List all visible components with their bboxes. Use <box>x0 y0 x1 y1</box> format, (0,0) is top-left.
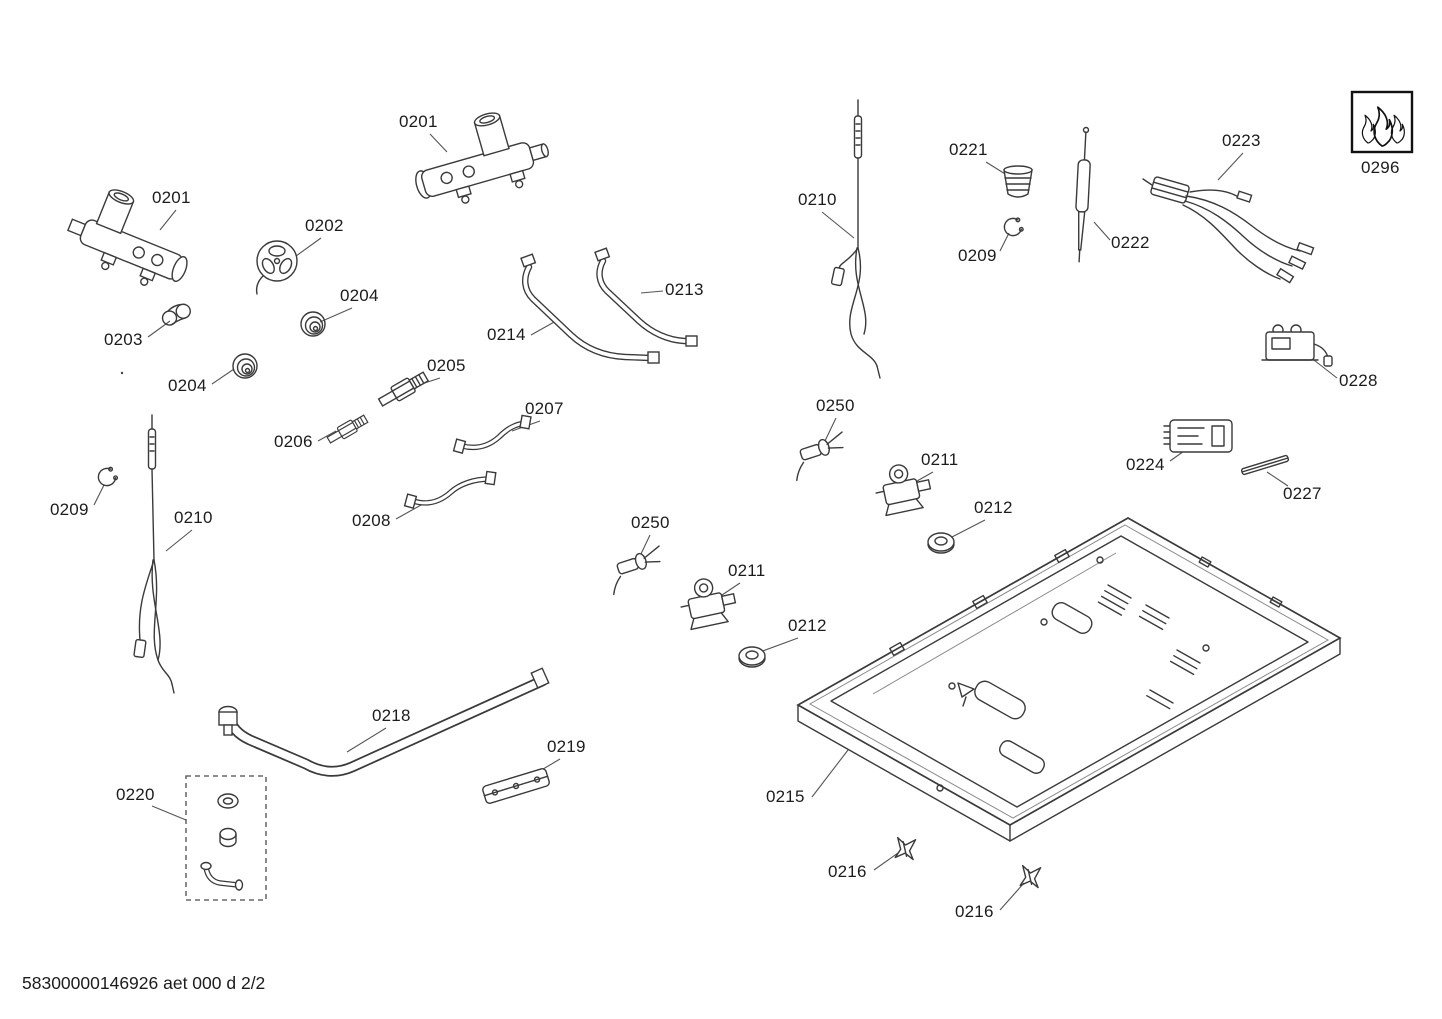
part-label-valve-right: 0211 <box>921 450 959 469</box>
part-label-circlip-right: 0209 <box>958 246 997 265</box>
grommet-right-art <box>927 532 955 554</box>
supply-pipe-art <box>218 667 550 777</box>
valve-left-art <box>675 572 740 632</box>
part-label-circlip-left: 0209 <box>50 500 89 519</box>
part-label-base-tray: 0215 <box>766 787 805 806</box>
part-label-ignition-candle: 0222 <box>1111 233 1150 252</box>
fixing-clip-left-art <box>893 835 918 862</box>
part-label-spring-lower: 0204 <box>168 376 207 395</box>
part-label-fixing-clip-right: 0216 <box>955 902 994 921</box>
part-label-bracket: 0219 <box>547 737 586 756</box>
part-label-supply-pipe: 0218 <box>372 706 411 725</box>
document-number: 58300000146926 aet 000 d 2/2 <box>22 973 266 993</box>
part-label-retaining-clip: 0203 <box>104 330 143 349</box>
part-label-grommet-right: 0212 <box>974 498 1013 517</box>
part-label-gas-tap-manifold-left: 0201 <box>152 188 191 207</box>
part-label-cap: 0221 <box>949 140 988 159</box>
pipe-0214-art <box>520 253 660 364</box>
thermocouple-right-art <box>830 99 881 379</box>
flame-icon <box>1350 90 1414 154</box>
electrode-left-art <box>603 545 670 596</box>
spring-upper-art <box>300 311 326 337</box>
part-label-gas-pipe-right: 0213 <box>665 280 704 299</box>
fixing-clip-right-art <box>1018 863 1043 890</box>
part-label-gas-tap-manifold-top: 0201 <box>399 112 438 131</box>
part-label-strip: 0227 <box>1283 484 1322 503</box>
circlip-right-art <box>1001 215 1025 239</box>
pipe-0208-art <box>403 470 497 509</box>
pipe-0207-art <box>452 414 532 454</box>
part-label-thermocouple-right: 0210 <box>798 190 837 209</box>
part-label-flame-symbol: 0296 <box>1361 158 1400 177</box>
transformer-art <box>1261 324 1333 367</box>
part-label-spring-upper: 0204 <box>340 286 379 305</box>
part-label-control-module: 0224 <box>1126 455 1165 474</box>
circlip-left-art <box>94 464 120 490</box>
ignition-candle-art <box>1075 126 1091 263</box>
part-label-thermocouple-left: 0210 <box>174 508 213 527</box>
clip-0203-art <box>161 303 191 326</box>
bracket-art <box>482 768 550 804</box>
spring-lower-art <box>232 353 258 379</box>
base-tray-art <box>796 517 1342 842</box>
burner-head-art <box>255 240 298 295</box>
part-label-connection-pipe-lower: 0208 <box>352 511 391 530</box>
part-label-nozzle-large: 0205 <box>427 356 466 375</box>
cable-harness-art <box>1142 176 1315 284</box>
part-label-gas-pipe-left: 0214 <box>487 325 526 344</box>
part-label-electrode-right: 0250 <box>816 396 855 415</box>
nozzle-small-art <box>324 412 370 447</box>
electrode-right-art <box>786 431 853 482</box>
pipe-0213-art <box>594 247 698 347</box>
part-label-electrode-left: 0250 <box>631 513 670 532</box>
part-label-burner-head: 0202 <box>305 216 344 235</box>
part-label-connection-pipe-upper: 0207 <box>525 399 564 418</box>
part-label-grommet-left: 0212 <box>788 616 827 635</box>
part-label-cable-harness: 0223 <box>1222 131 1261 150</box>
control-module-art <box>1163 419 1233 453</box>
thermocouple-left-art <box>133 414 175 694</box>
strip-art <box>1240 454 1290 476</box>
manifold-top-art <box>415 112 549 204</box>
part-label-nozzle-small: 0206 <box>274 432 313 451</box>
cap-0221-art <box>1003 165 1033 198</box>
part-label-fitting-kit: 0220 <box>116 785 155 804</box>
part-label-fixing-clip-left: 0216 <box>828 862 867 881</box>
fitting-kit-art <box>185 775 267 901</box>
manifold-left-art <box>66 189 188 286</box>
part-label-ignition-transformer: 0228 <box>1339 371 1378 390</box>
grommet-left-art <box>738 646 766 668</box>
nozzle-large-art <box>375 368 431 411</box>
part-label-valve-left: 0211 <box>728 561 766 580</box>
